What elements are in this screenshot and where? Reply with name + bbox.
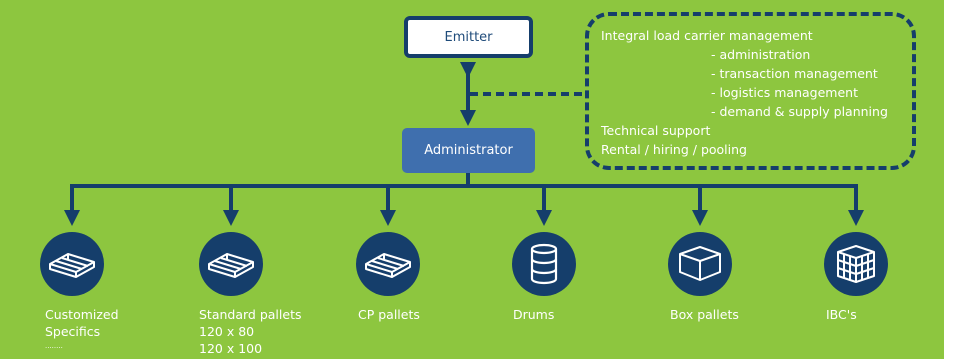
label-line: ........: [45, 342, 63, 350]
carrier-label-cp-pallets: CP pallets: [358, 306, 420, 323]
pallet-icon: [356, 232, 420, 296]
carrier-label-box-pallets: Box pallets: [670, 306, 739, 323]
carrier-label-drums: Drums: [513, 306, 554, 323]
label-line: IBC's: [826, 307, 857, 322]
services-panel: Integral load carrier management - admin…: [585, 12, 916, 170]
pallet-icon: [40, 232, 104, 296]
carrier-standard-pallets: [199, 232, 263, 296]
carrier-label-customized: Customized Specifics ........: [45, 306, 119, 352]
label-line: Customized: [45, 307, 119, 322]
service-item: - administration: [711, 47, 811, 62]
carrier-label-standard-pallets: Standard pallets 120 x 80 120 x 100: [199, 306, 301, 357]
carrier-customized: [40, 232, 104, 296]
carrier-ibcs: [824, 232, 888, 296]
services-heading: Integral load carrier management: [601, 28, 813, 43]
label-line: Standard pallets: [199, 307, 302, 322]
service-item: - transaction management: [711, 66, 878, 81]
label-line: CP pallets: [358, 307, 420, 322]
label-line: Specifics: [45, 324, 101, 339]
carrier-box-pallets: [668, 232, 732, 296]
label-line: Drums: [513, 307, 555, 322]
box-pallet-icon: [668, 232, 732, 296]
pallet-icon: [199, 232, 263, 296]
service-item: - demand & supply planning: [711, 104, 888, 119]
label-line: 120 x 100: [199, 341, 263, 356]
emitter-box: Emitter: [404, 16, 533, 58]
label-line: 120 x 80: [199, 324, 255, 339]
label-line: Box pallets: [670, 307, 739, 322]
administrator-box: Administrator: [402, 128, 535, 173]
ibc-icon: [824, 232, 888, 296]
rental-text: Rental / hiring / pooling: [601, 142, 747, 157]
service-item: - logistics management: [711, 85, 858, 100]
carrier-label-ibcs: IBC's: [826, 306, 857, 323]
technical-support-text: Technical support: [601, 123, 711, 138]
drum-icon: [512, 232, 576, 296]
carrier-cp-pallets: [356, 232, 420, 296]
carrier-drums: [512, 232, 576, 296]
